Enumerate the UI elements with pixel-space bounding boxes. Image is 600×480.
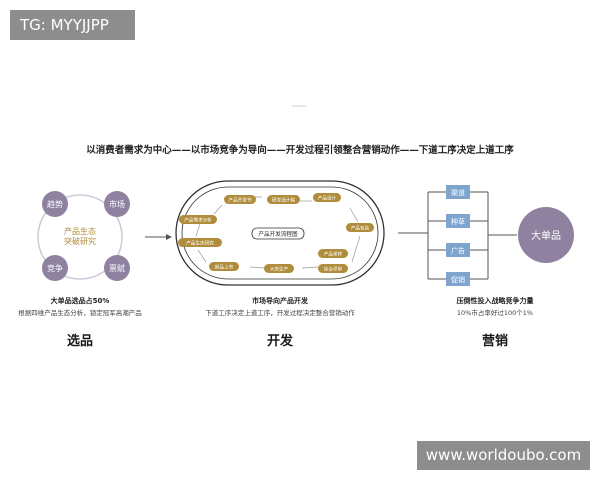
selection-node-competition: 竞争 [42,255,68,281]
development-caption-title: 市场导向产品开发 [252,297,308,305]
channel-box-channel: 渠道 [446,185,470,199]
watermark-top: TG: MYYJJPP [10,10,135,40]
selection-ring [37,194,123,280]
selection-node-label: 趋势 [47,199,63,209]
flow-arrow [195,223,201,237]
channel-box-advertising: 广告 [446,243,470,257]
marketing-caption-sub: 10%市占率好过100个1% [456,309,534,317]
selection-caption-sub: 根据四维产品生态分析，锁定冠军高潮产品 [18,309,142,317]
arrow-head-icon [166,234,172,240]
dev-step-label: 产品设计 [318,195,337,202]
flow-arrow [213,204,223,215]
selection-center-line-2: 突破研究 [64,236,96,246]
dev-step-review: 综合评审 [318,264,348,273]
dev-step-label: 新品上市 [215,264,234,271]
channel-label: 渠道 [451,188,465,197]
development-section-label: 开发 [266,334,293,349]
channel-box-seeding: 种草 [446,214,470,228]
hero-product-node: 大单品 [518,207,574,263]
development-section: 产品开发流程图 产品开发书 研发设计稿 产品设计 产品包装 产品采样 综合评审 [175,180,385,286]
flow-arrow [349,207,359,223]
selection-section: 产品生态 突破研究 趋势 市场 竞争 禀赋 [37,191,130,281]
dev-center-label: 产品开发流程图 [258,230,298,238]
channel-box-promotion: 促销 [446,272,470,286]
dev-step-label: 产品包装 [351,225,370,232]
selection-section-label: 选品 [66,334,93,349]
dev-step-label: 研发设计稿 [272,197,295,204]
dev-step-label: 综合评审 [324,266,343,273]
selection-node-label: 禀赋 [109,263,125,273]
selection-node-label: 竞争 [47,263,63,273]
selection-node-market: 市场 [104,191,130,217]
flow-arrow [197,249,207,263]
hero-product-label: 大单品 [531,229,561,242]
dev-step-packaging: 产品包装 [346,223,374,232]
dev-step-label: 产品需求分析 [184,217,212,224]
flow-arrow [301,266,319,269]
dev-step-label: 大货生产 [270,266,289,273]
flow-arrow [351,235,361,263]
dev-outer-track [175,180,385,286]
flow-arrow [249,266,265,269]
dev-step-label: 产品生态研究 [186,240,214,247]
dev-center-label-box [251,227,305,240]
dev-step-label: 产品开发书 [229,197,252,204]
selection-caption-title: 大单品选品占50% [50,297,110,305]
dev-step-product-design: 产品设计 [313,193,341,202]
dev-step-product-brief: 产品开发书 [224,195,256,204]
dev-step-mass-production: 大货生产 [264,264,294,273]
marketing-caption-title: 压倒性投入战略竞争力量 [456,297,534,305]
dev-step-design-draft: 研发设计稿 [267,195,300,204]
selection-node-endowment: 禀赋 [104,255,130,281]
channel-label: 促销 [451,275,465,284]
channel-label: 种草 [451,217,465,226]
marketing-section-label: 营销 [481,334,508,349]
selection-node-trend: 趋势 [42,191,68,217]
dev-step-ecology-research: 产品生态研究 [178,238,222,247]
marketing-section: 渠道 种草 广告 促销 大单品 [427,185,574,286]
dev-step-launch: 新品上市 [209,262,239,271]
channel-label: 广告 [451,246,465,255]
selection-center-line-1: 产品生态 [64,226,96,236]
watermark-bottom: www.worldoubo.com [417,441,590,470]
headline: 以消费者需求为中心——以市场竞争为导向——开发过程引领整合营销动作——下道工序决… [86,145,514,156]
dev-step-label: 产品采样 [324,251,343,258]
dev-inner-track [181,186,379,280]
dev-step-demand-analysis: 产品需求分析 [179,215,217,224]
dev-step-sampling: 产品采样 [318,249,348,258]
development-caption-sub: 下道工序决定上道工序，开发过程决定整合营销动作 [205,309,355,317]
selection-node-label: 市场 [109,199,125,209]
